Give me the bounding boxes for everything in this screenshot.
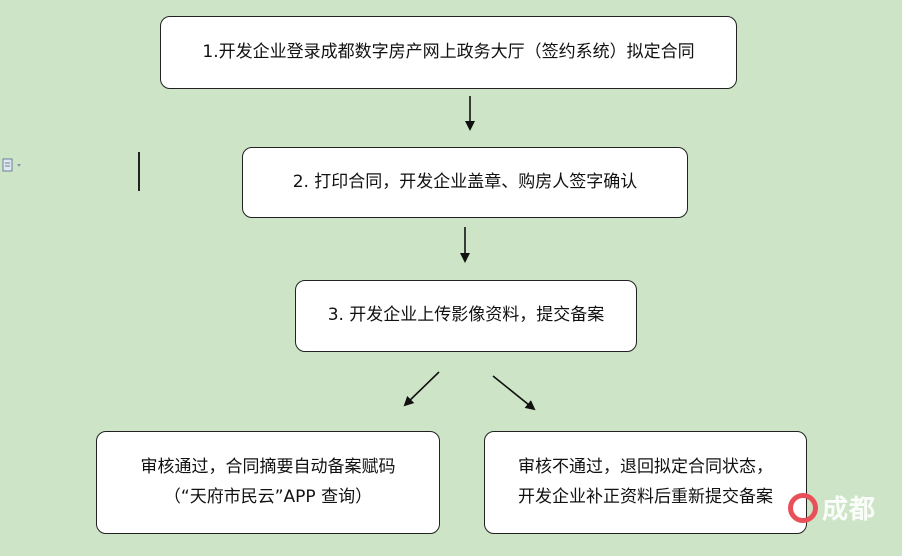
watermark: 成都 [787,489,876,526]
watermark-logo-icon [787,492,818,523]
approved-line2: （“天府市民云”APP 查询） [163,486,373,507]
approved-box: 审核通过，合同摘要自动备案赋码 （“天府市民云”APP 查询） [96,431,440,534]
rejected-box: 审核不通过，退回拟定合同状态， 开发企业补正资料后重新提交备案 [484,431,807,534]
arrow-diagonal-icon [492,375,536,411]
step1-box: 1.开发企业登录成都数字房产网上政务大厅（签约系统）拟定合同 [160,16,737,89]
approved-line1: 审核通过，合同摘要自动备案赋码 [140,456,396,477]
step3-box: 3. 开发企业上传影像资料，提交备案 [295,280,637,352]
step2-box: 2. 打印合同，开发企业盖章、购房人签字确认 [242,147,688,218]
document-icon[interactable] [2,157,24,172]
arrow-diagonal-icon [403,371,440,407]
step2-text: 2. 打印合同，开发企业盖章、购房人签字确认 [292,171,638,192]
step1-text: 1.开发企业登录成都数字房产网上政务大厅（签约系统）拟定合同 [202,41,695,62]
rejected-line1: 审核不通过，退回拟定合同状态， [518,456,773,477]
step3-text: 3. 开发企业上传影像资料，提交备案 [327,305,605,326]
rejected-line2: 开发企业补正资料后重新提交备案 [518,486,773,507]
text-cursor [138,152,140,191]
watermark-text: 成都 [821,495,876,525]
